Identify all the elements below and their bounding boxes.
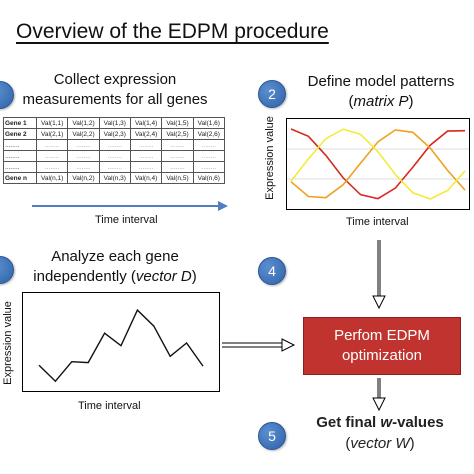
table-cell: ........ <box>35 150 69 162</box>
table-row: ........................................… <box>3 139 226 151</box>
step-3-heading: Analyze each gene independently (vector … <box>10 247 220 287</box>
table-cell: ........ <box>192 161 226 173</box>
step-1-heading: Collect expression measurements for all … <box>0 70 230 110</box>
table-cell: ........ <box>161 139 194 151</box>
table-cell: ........ <box>129 139 163 151</box>
step-2-xlabel: Time interval <box>346 216 409 228</box>
step-1-heading-line1: Collect expression <box>53 71 177 88</box>
model-patterns-plot <box>286 118 470 210</box>
step-2-ylabel: Expression value <box>264 116 276 200</box>
down-arrow-to-final <box>372 378 386 412</box>
step-2-heading-line2: (matrix P) <box>348 93 414 110</box>
table-cell: ........ <box>98 161 131 173</box>
edpm-box-line2: optimization <box>341 347 423 364</box>
gene-vector-plot <box>22 292 220 392</box>
step-5-number: 5 <box>268 428 276 444</box>
table-cell: Val(n,4) <box>129 172 163 184</box>
time-arrow <box>32 201 228 211</box>
table-cell: Val(2,2) <box>67 128 100 140</box>
step-3-heading-line1: Analyze each gene <box>51 248 179 265</box>
table-cell: Val(2,5) <box>161 128 194 140</box>
gene-vector-line <box>38 308 204 383</box>
table-cell: ........ <box>67 150 100 162</box>
table-cell: Val(2,1) <box>35 128 69 140</box>
table-cell: Val(2,3) <box>98 128 131 140</box>
page-title: Overview of the EDPM procedure <box>16 20 329 43</box>
table-row: ........................................… <box>3 150 226 162</box>
down-arrow-to-edpm <box>372 240 386 310</box>
table-row-label: ........ <box>3 139 37 151</box>
step-3-ylabel: Expression value <box>2 301 14 385</box>
table-cell: ........ <box>98 139 131 151</box>
step-2-number: 2 <box>268 86 276 102</box>
table-cell: ........ <box>129 161 163 173</box>
table-row-label: ........ <box>3 150 37 162</box>
model-patterns-svg <box>287 128 469 200</box>
table-row-label: Gene 2 <box>3 128 37 140</box>
table-cell: ........ <box>192 150 226 162</box>
table-cell: ........ <box>129 150 163 162</box>
table-cell: Val(1,6) <box>192 117 226 129</box>
table-cell: ........ <box>98 150 131 162</box>
table-cell: ........ <box>192 139 226 151</box>
step-2-heading: Define model patterns (matrix P) <box>290 72 472 112</box>
table-cell: Val(1,1) <box>35 117 69 129</box>
table-cell: Val(1,4) <box>129 117 163 129</box>
table-row-label: ........ <box>3 161 37 173</box>
table-cell: Val(n,2) <box>67 172 100 184</box>
step-2-circle: 2 <box>258 80 286 108</box>
table-cell: Val(n,5) <box>161 172 194 184</box>
table-cell: Val(1,3) <box>98 117 131 129</box>
table-cell: ........ <box>67 161 100 173</box>
table-cell: Val(n,1) <box>35 172 69 184</box>
table-cell: Val(n,6) <box>192 172 226 184</box>
edpm-box-line1: Perfom EDPM <box>334 327 430 344</box>
final-output-line2: (vector W) <box>345 435 415 452</box>
step-3-xlabel: Time interval <box>78 400 141 412</box>
table-row: ........................................… <box>3 161 226 173</box>
step-4-number: 4 <box>268 263 276 279</box>
right-arrow-to-edpm <box>222 338 296 352</box>
table-cell: ........ <box>35 139 69 151</box>
table-row-label: Gene n <box>3 172 37 184</box>
pattern-curve-red <box>290 128 466 200</box>
table-cell: ........ <box>161 161 194 173</box>
step-1-xlabel: Time interval <box>95 214 158 226</box>
step-4-circle: 4 <box>258 257 286 285</box>
table-cell: Val(1,5) <box>161 117 194 129</box>
table-cell: ........ <box>35 161 69 173</box>
table-cell: Val(2,4) <box>129 128 163 140</box>
pattern-curve-orange <box>290 129 466 199</box>
gene-vector-svg <box>38 308 204 383</box>
table-cell: Val(n,3) <box>98 172 131 184</box>
step-1-heading-line2: measurements for all genes <box>22 91 208 108</box>
step-5-circle: 5 <box>258 422 286 450</box>
table-cell: Val(2,6) <box>192 128 226 140</box>
pattern-curve-yellow <box>290 128 466 200</box>
final-output-line1: Get final w-values <box>316 414 444 431</box>
table-cell: ........ <box>67 139 100 151</box>
table-cell: Val(1,2) <box>67 117 100 129</box>
step-3-heading-line2: independently (vector D) <box>33 268 197 285</box>
final-output: Get final w-values (vector W) <box>300 414 460 452</box>
table-cell: ........ <box>161 150 194 162</box>
step-2-heading-line1: Define model patterns <box>307 73 455 90</box>
edpm-optimization-box: Perfom EDPM optimization <box>303 317 461 375</box>
table-row-label: Gene 1 <box>3 117 37 129</box>
